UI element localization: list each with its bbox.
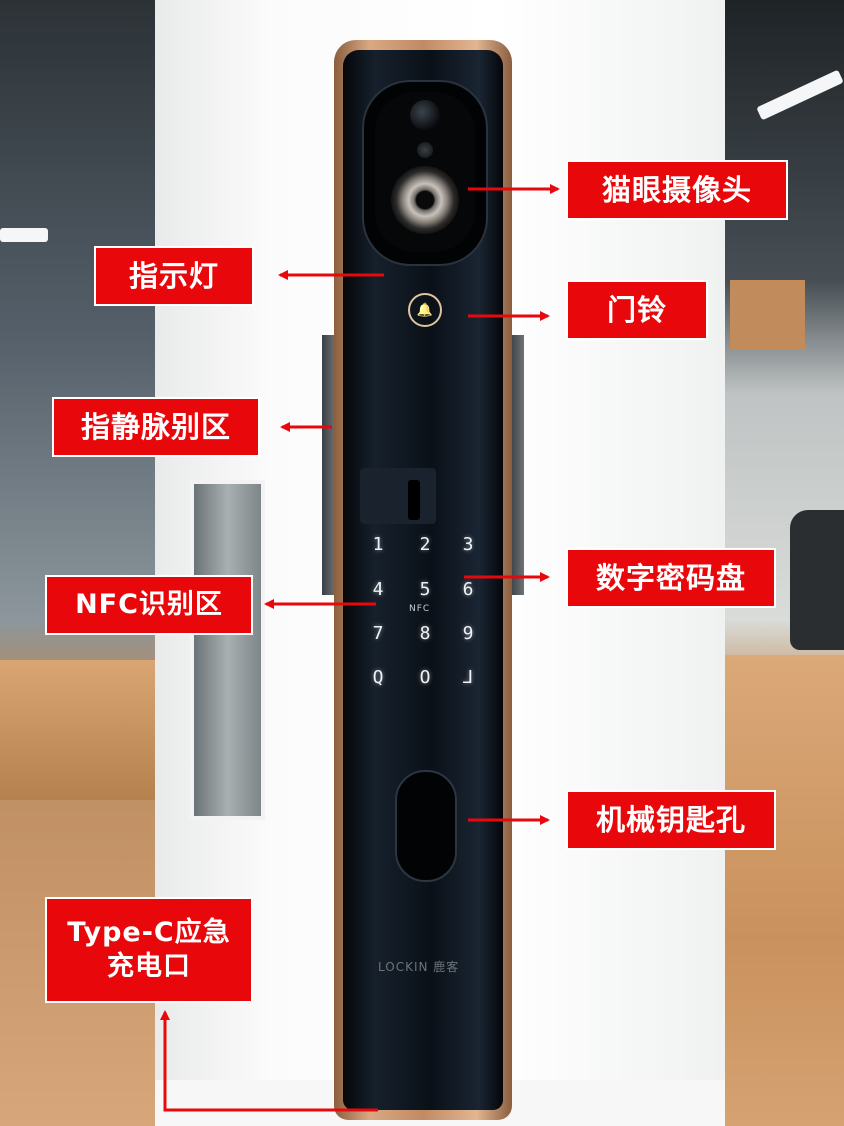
key-3[interactable]: 3: [462, 534, 474, 555]
callout-typec-line1: Type-C应急: [67, 917, 231, 949]
key-6[interactable]: 6: [462, 579, 474, 600]
callout-doorbell: 门铃: [566, 280, 708, 340]
brand-logo: LOCKIN 鹿客: [378, 960, 460, 974]
key-9[interactable]: 9: [462, 623, 474, 644]
office-chair: [790, 510, 844, 650]
callout-keyhole: 机械钥匙孔: [566, 790, 776, 850]
key-5[interactable]: 5: [419, 579, 431, 600]
nfc-mark: NFC: [409, 604, 431, 614]
callout-nfc: NFC识别区: [45, 575, 253, 635]
callout-keypad: 数字密码盘: [566, 548, 776, 608]
frame-slot: [190, 480, 265, 820]
key-1[interactable]: 1: [372, 534, 384, 555]
side-panel-left: [322, 335, 336, 595]
side-panel-right: [510, 335, 524, 595]
vein-sensor-panel: [360, 468, 436, 524]
key-0[interactable]: O: [419, 667, 431, 688]
key-unlock[interactable]: ⅃: [462, 667, 474, 688]
key-2[interactable]: 2: [419, 534, 431, 555]
doorbell-button[interactable]: 🔔: [408, 293, 442, 327]
arrow-typec: [160, 1010, 378, 1112]
callout-typec-port: Type-C应急 充电口: [45, 897, 253, 1003]
callout-typec-line2: 充电口: [107, 951, 191, 982]
key-clear[interactable]: Q: [372, 667, 384, 688]
key-4[interactable]: 4: [372, 579, 384, 600]
peephole-camera-lens: [391, 166, 459, 234]
bell-icon: 🔔: [416, 302, 434, 318]
wood-shelf: [730, 280, 805, 350]
key-8[interactable]: 8: [419, 623, 431, 644]
sensor-icon: [410, 100, 440, 130]
ceiling-light: [0, 228, 48, 242]
finger-vein-slot[interactable]: [408, 480, 420, 520]
digital-keypad: 1 2 3 4 5 6 7 8 9 Q O ⅃: [355, 530, 495, 690]
key-7[interactable]: 7: [372, 623, 384, 644]
callout-indicator-light: 指示灯: [94, 246, 254, 306]
indicator-light-icon: [417, 142, 433, 158]
mechanical-keyhole-cover[interactable]: [395, 770, 457, 882]
callout-peephole-camera: 猫眼摄像头: [566, 160, 788, 220]
callout-finger-vein: 指静脉别区: [52, 397, 260, 457]
